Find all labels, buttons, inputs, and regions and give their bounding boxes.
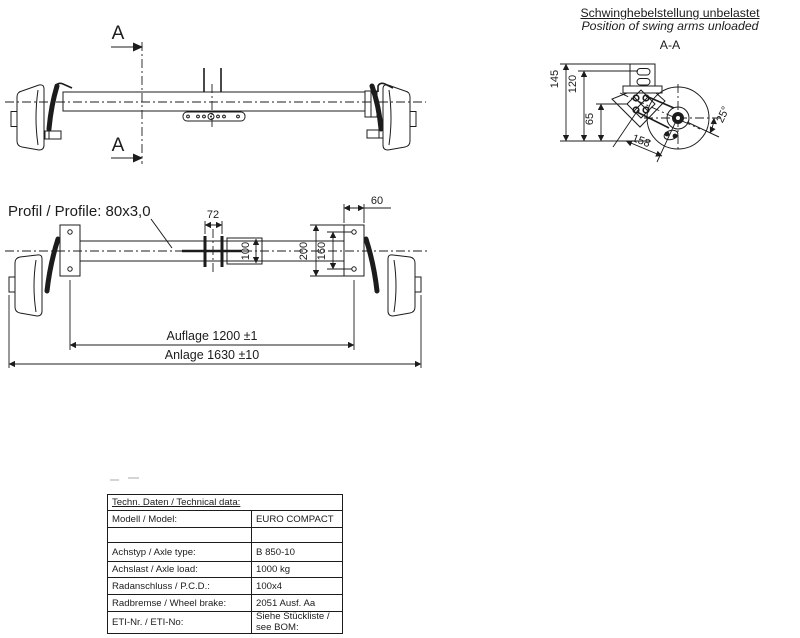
dim-auflage: Auflage 1200 ±1	[69, 280, 355, 350]
right-brake-lever	[366, 129, 384, 139]
left-clamp-bracket	[55, 82, 73, 92]
center-sleeve	[226, 237, 263, 265]
bracket-slot	[636, 78, 651, 86]
table-row: ETI-Nr. / ETI-No: Siehe Stückliste / see…	[107, 611, 343, 634]
row-label: Radbremse / Wheel brake:	[107, 594, 252, 612]
swing-arm-edges	[636, 95, 675, 129]
table-row: Achstyp / Axle type: B 850-10	[107, 542, 343, 562]
dim-145-120-65: 145 120 65	[549, 63, 651, 142]
detail-title-german: Schwinghebelstellung unbelastet	[580, 6, 760, 20]
swing-arm-assembly	[619, 84, 723, 152]
section-letter-bottom: A	[112, 135, 125, 156]
axle-plan-view: Profil / Profile: 80x3,0	[5, 195, 428, 368]
right-brake-drum-side	[364, 82, 417, 151]
row-value: B 850-10	[251, 542, 343, 562]
detail-view-titles: Schwinghebelstellung unbelastet Position…	[570, 7, 770, 52]
table-row: Radanschluss / P.C.D.: 100x4	[107, 577, 343, 595]
row-value: 1000 kg	[251, 561, 343, 578]
detail-title-english: Position of swing arms unloaded	[581, 18, 759, 33]
bracket-slot	[636, 68, 651, 76]
shock-bolts	[203, 68, 222, 92]
hub-center	[676, 116, 680, 120]
rubber-cord	[642, 106, 650, 114]
detail-section-label: A-A	[659, 37, 681, 52]
profile-leader-line	[150, 218, 173, 249]
torsion-housing	[611, 89, 666, 128]
row-value: EURO COMPACT	[251, 510, 343, 528]
dim-145-label: 145	[549, 70, 561, 88]
section-letter-top: A	[112, 23, 125, 44]
row-label	[107, 527, 252, 543]
axle-tube	[62, 91, 366, 112]
row-label: ETI-Nr. / ETI-No:	[107, 611, 252, 634]
right-brake-drum-plan	[363, 236, 422, 317]
dim-100-label: 100	[240, 242, 252, 260]
torsion-square	[626, 89, 656, 119]
row-label: Achstyp / Axle type:	[107, 542, 252, 562]
left-brake-drum-side	[10, 82, 73, 151]
right-swing-arm	[369, 83, 384, 132]
left-brake-lever	[44, 130, 62, 140]
left-brake-drum-plan	[8, 236, 61, 317]
right-hub-cap	[409, 111, 417, 127]
dim-158: 158	[612, 109, 677, 163]
mounting-bracket	[622, 63, 663, 94]
table-row: Achslast / Axle load: 1000 kg	[107, 561, 343, 578]
row-value: Siehe Stückliste / see BOM:	[251, 611, 343, 634]
clamp-marks	[203, 236, 224, 267]
profile-label: Profil / Profile: 80x3,0	[8, 203, 151, 220]
axle-side-view: A A	[5, 23, 426, 164]
table-row: Radbremse / Wheel brake: 2051 Ausf. Aa	[107, 594, 343, 612]
row-label: Modell / Model:	[107, 510, 252, 528]
dim-72-label: 72	[207, 209, 219, 221]
right-swing-arm	[363, 236, 380, 294]
section-detail-view: 145 120 65	[549, 63, 732, 163]
table-header-row: Techn. Daten / Technical data:	[107, 494, 343, 511]
dim-anlage-label: Anlage 1630 ±10	[165, 348, 259, 362]
dim-65-label: 65	[584, 113, 596, 125]
row-label: Achslast / Axle load:	[107, 561, 252, 578]
dim-120-label: 120	[567, 75, 579, 93]
center-plate	[182, 111, 246, 122]
dim-anlage: Anlage 1630 ±10	[8, 295, 422, 368]
left-swing-arm	[44, 236, 61, 294]
dim-72: 72	[204, 209, 223, 234]
table-row: Modell / Model: EURO COMPACT	[107, 510, 343, 528]
right-clamp-bracket	[377, 82, 394, 92]
section-line-A-A: A A	[111, 23, 143, 164]
arm-eye	[666, 106, 690, 130]
dim-158-label: 158	[630, 132, 651, 150]
center-plate-holes	[186, 113, 240, 120]
dim-angle-label: 25°	[714, 105, 732, 125]
table-row-empty	[107, 527, 343, 543]
left-hub-cap	[8, 276, 16, 293]
left-swing-arm	[46, 83, 60, 132]
dim-200: 200	[298, 224, 344, 277]
rubber-cord	[632, 94, 640, 102]
dim-60: 60	[343, 195, 391, 223]
section-arrow-top	[133, 42, 143, 52]
right-mounting-plate	[343, 224, 365, 277]
right-hub-cap	[414, 276, 422, 293]
technical-data-table: Techn. Daten / Technical data: Modell / …	[107, 494, 343, 634]
dim-auflage-label: Auflage 1200 ±1	[167, 329, 258, 343]
print-artifact	[110, 477, 139, 481]
adjuster-nut	[663, 129, 679, 141]
dim-200-label: 200	[298, 242, 310, 260]
left-mounting-plate	[59, 224, 81, 277]
dim-60-label: 60	[371, 195, 383, 207]
dim-160: 160	[316, 231, 352, 270]
left-hub-cap	[10, 111, 18, 127]
row-label: Radanschluss / P.C.D.:	[107, 577, 252, 595]
row-value: 100x4	[251, 577, 343, 595]
dim-160-label: 160	[316, 242, 328, 260]
dim-100: 100	[240, 238, 260, 264]
section-arrow-bottom	[133, 153, 143, 163]
row-value: 2051 Ausf. Aa	[251, 594, 343, 612]
row-value	[251, 527, 343, 543]
table-header: Techn. Daten / Technical data:	[107, 494, 343, 511]
dim-angle-25: 25°	[686, 105, 732, 138]
